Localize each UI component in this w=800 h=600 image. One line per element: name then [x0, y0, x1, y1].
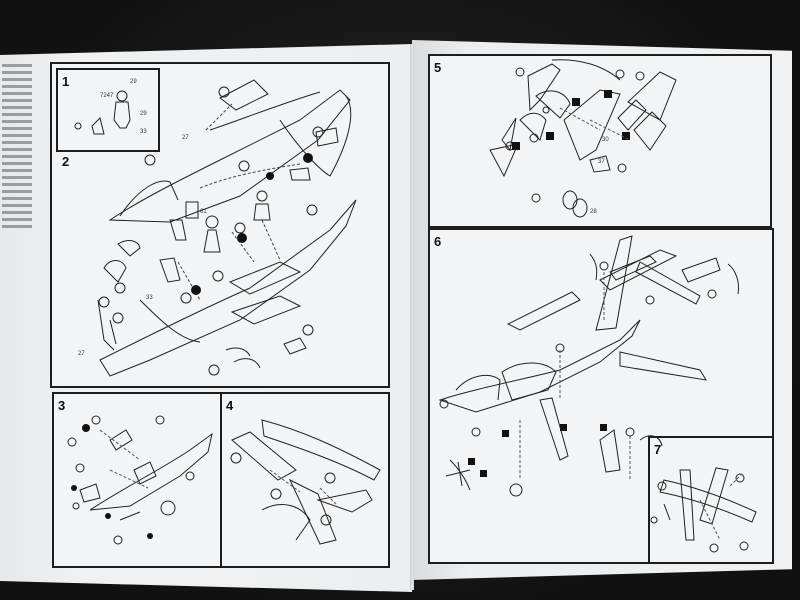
panel-step-7: [648, 436, 774, 564]
part-number-29: 29: [130, 79, 137, 85]
sheet-fold: [410, 44, 414, 590]
part-number-28: 28: [590, 209, 597, 215]
panel-step-1-inset: [56, 68, 160, 152]
part-number-30: 30: [602, 137, 609, 143]
part-number-37: 37: [598, 159, 605, 165]
step-number-6: 6: [434, 234, 442, 249]
step-number-3: 3: [58, 398, 66, 413]
part-number-33b: 33: [146, 295, 153, 301]
part-number-33: 33: [140, 129, 147, 135]
step-number-1: 1: [62, 74, 70, 89]
part-number-61: 61: [200, 209, 207, 215]
part-number-29b: 29: [140, 111, 147, 117]
folded-column-text: [2, 60, 32, 560]
step-number-5: 5: [434, 60, 442, 75]
part-number-27: 27: [182, 135, 189, 141]
step-number-4: 4: [226, 398, 234, 413]
part-number-27b: 27: [78, 351, 85, 357]
step-number-2: 2: [62, 154, 70, 169]
step-number-7: 7: [654, 442, 662, 457]
panel-step-4: [220, 392, 390, 568]
part-number-7247: 7247: [100, 93, 114, 99]
panel-step-3: [52, 392, 222, 568]
